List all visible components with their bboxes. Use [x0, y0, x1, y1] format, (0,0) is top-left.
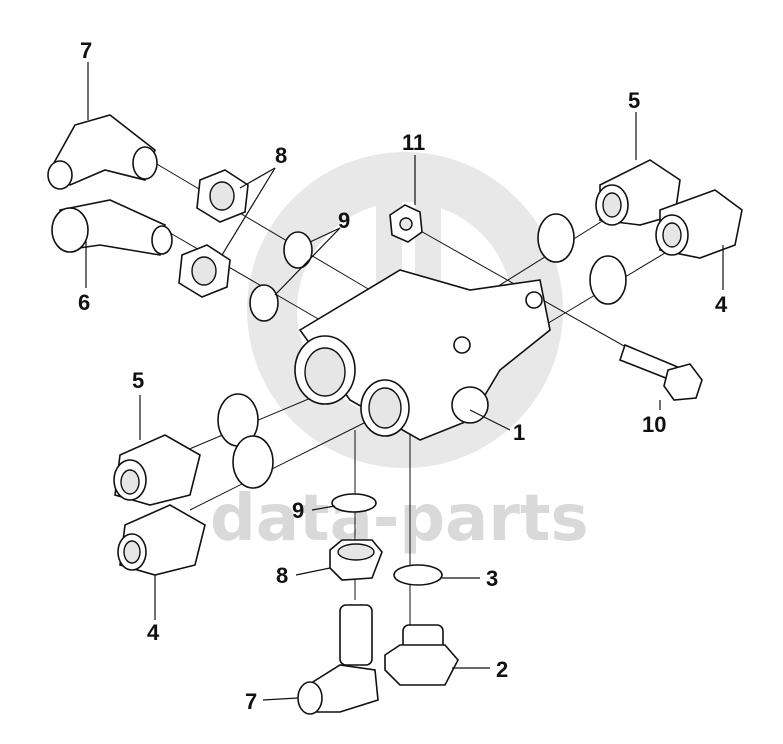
label-7-top: 7	[80, 38, 92, 63]
label-9-top: 9	[338, 208, 350, 233]
bolt-part-10	[619, 343, 703, 401]
plug-part-2	[384, 624, 459, 686]
label-4-right: 4	[715, 292, 728, 317]
washer-part-3	[393, 564, 443, 586]
label-4-left: 4	[147, 620, 160, 645]
label-2: 2	[496, 657, 508, 682]
part-number-labels: 7 8 9 6 11 5 4 10 1 5 4 9 8 3 2 7	[78, 38, 728, 714]
label-3: 3	[486, 566, 498, 591]
label-1: 1	[513, 420, 525, 445]
washer-part-9-bottom	[331, 493, 377, 513]
label-9-bottom: 9	[292, 498, 304, 523]
fitting-part-4-left	[117, 504, 206, 576]
label-5-left: 5	[132, 368, 144, 393]
label-8-bottom: 8	[276, 563, 288, 588]
hex-nut-part-8-bottom	[329, 539, 383, 581]
seal-ring-right-upper	[537, 213, 575, 263]
elbow-fitting-part-7-bottom	[297, 604, 379, 715]
hex-nut-part-8-upper	[196, 169, 249, 223]
fitting-part-5-right	[595, 159, 681, 226]
tee-fitting-part-6	[51, 199, 173, 256]
washer-part-9-upper	[283, 231, 313, 269]
label-6: 6	[78, 290, 90, 315]
nut-part-11	[389, 204, 423, 243]
label-7-bottom: 7	[245, 689, 257, 714]
label-8-top: 8	[275, 143, 287, 168]
hex-nut-part-8-lower	[178, 244, 231, 298]
label-11: 11	[402, 130, 425, 155]
fitting-part-4-right	[655, 189, 743, 259]
seal-ring-left-lower	[232, 435, 274, 489]
fitting-part-5-left	[113, 434, 201, 506]
leader-lines	[85, 62, 724, 701]
elbow-fitting-part-7-top	[47, 114, 158, 190]
watermark-text: data-parts	[210, 482, 589, 556]
label-5-right: 5	[628, 88, 640, 113]
valve-body-part-1	[294, 269, 551, 441]
seal-ring-right-lower	[589, 255, 627, 305]
washer-part-9-lower	[249, 284, 279, 322]
label-10: 10	[642, 412, 666, 437]
